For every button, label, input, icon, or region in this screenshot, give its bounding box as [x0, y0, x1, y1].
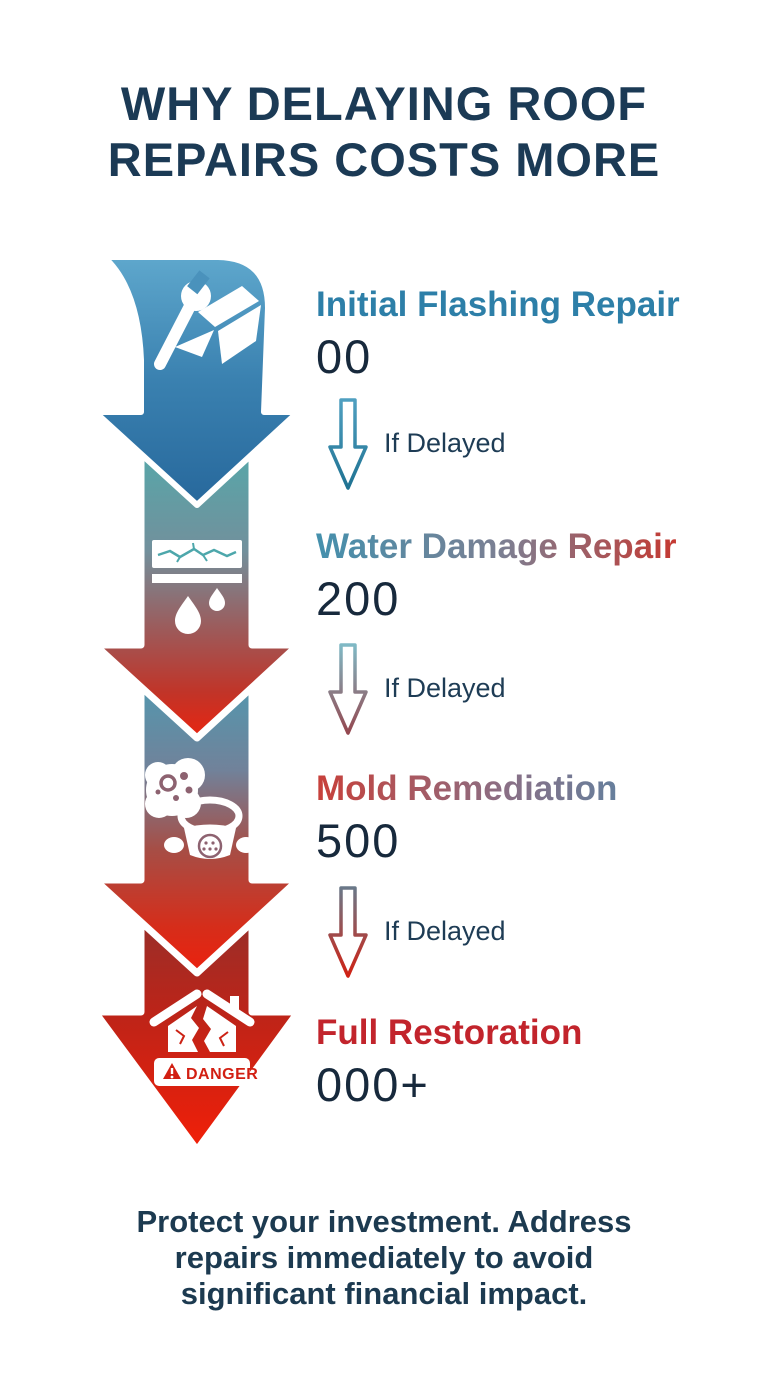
stage-cost: 00 — [316, 330, 373, 383]
footer-line-1: Protect your investment. Address — [136, 1204, 632, 1239]
stage-title: Water Damage Repair — [316, 526, 736, 568]
stage-mold-remediation: Mold Remediation 500 — [316, 768, 736, 867]
if-delayed-arrow-icon — [328, 886, 368, 978]
stage-title: Initial Flashing Repair — [316, 285, 680, 324]
stage-water-damage-repair: Water Damage Repair 200 — [316, 526, 736, 625]
if-delayed-connector-2: If Delayed — [326, 642, 586, 742]
stage-initial-flashing-repair: Initial Flashing Repair 00 — [316, 284, 736, 383]
if-delayed-connector-3: If Delayed — [326, 885, 586, 985]
arrow-segment-3 — [91, 661, 302, 977]
danger-badge-label: DANGER — [186, 1066, 258, 1083]
stage-cost: 200 — [316, 572, 401, 625]
mold-respirator-icon — [145, 758, 256, 859]
broken-house-danger-icon: DANGER — [149, 989, 258, 1086]
danger-badge: DANGER — [154, 1058, 258, 1086]
page-title: WHY DELAYING ROOF REPAIRS COSTS MORE — [0, 76, 768, 188]
if-delayed-arrow-icon — [328, 643, 368, 735]
page-title-line-2: REPAIRS COSTS MORE — [107, 133, 661, 186]
respirator-mask — [164, 796, 256, 859]
stage-cost: 500 — [316, 814, 401, 867]
if-delayed-label: If Delayed — [384, 916, 506, 946]
if-delayed-connector-1: If Delayed — [326, 397, 586, 497]
stage-cost: 000+ — [316, 1058, 430, 1111]
wrench-flashing-icon — [154, 270, 261, 370]
if-delayed-arrow-icon — [328, 398, 368, 490]
mold-spore-blob — [145, 758, 205, 818]
stage-full-restoration: Full Restoration 000+ — [316, 1012, 736, 1111]
if-delayed-label: If Delayed — [384, 428, 506, 458]
footer-line-3: significant financial impact. — [180, 1276, 588, 1311]
footer-message: Protect your investment. Address repairs… — [0, 1204, 768, 1312]
stage-title: Full Restoration — [316, 1013, 583, 1052]
arrow-segment-2 — [91, 426, 302, 742]
if-delayed-label: If Delayed — [384, 673, 506, 703]
stage-title: Mold Remediation — [316, 768, 736, 810]
page-title-line-1: WHY DELAYING ROOF — [120, 77, 648, 130]
cracked-ceiling-leak-icon — [152, 540, 242, 634]
footer-line-2: repairs immediately to avoid — [174, 1240, 594, 1275]
